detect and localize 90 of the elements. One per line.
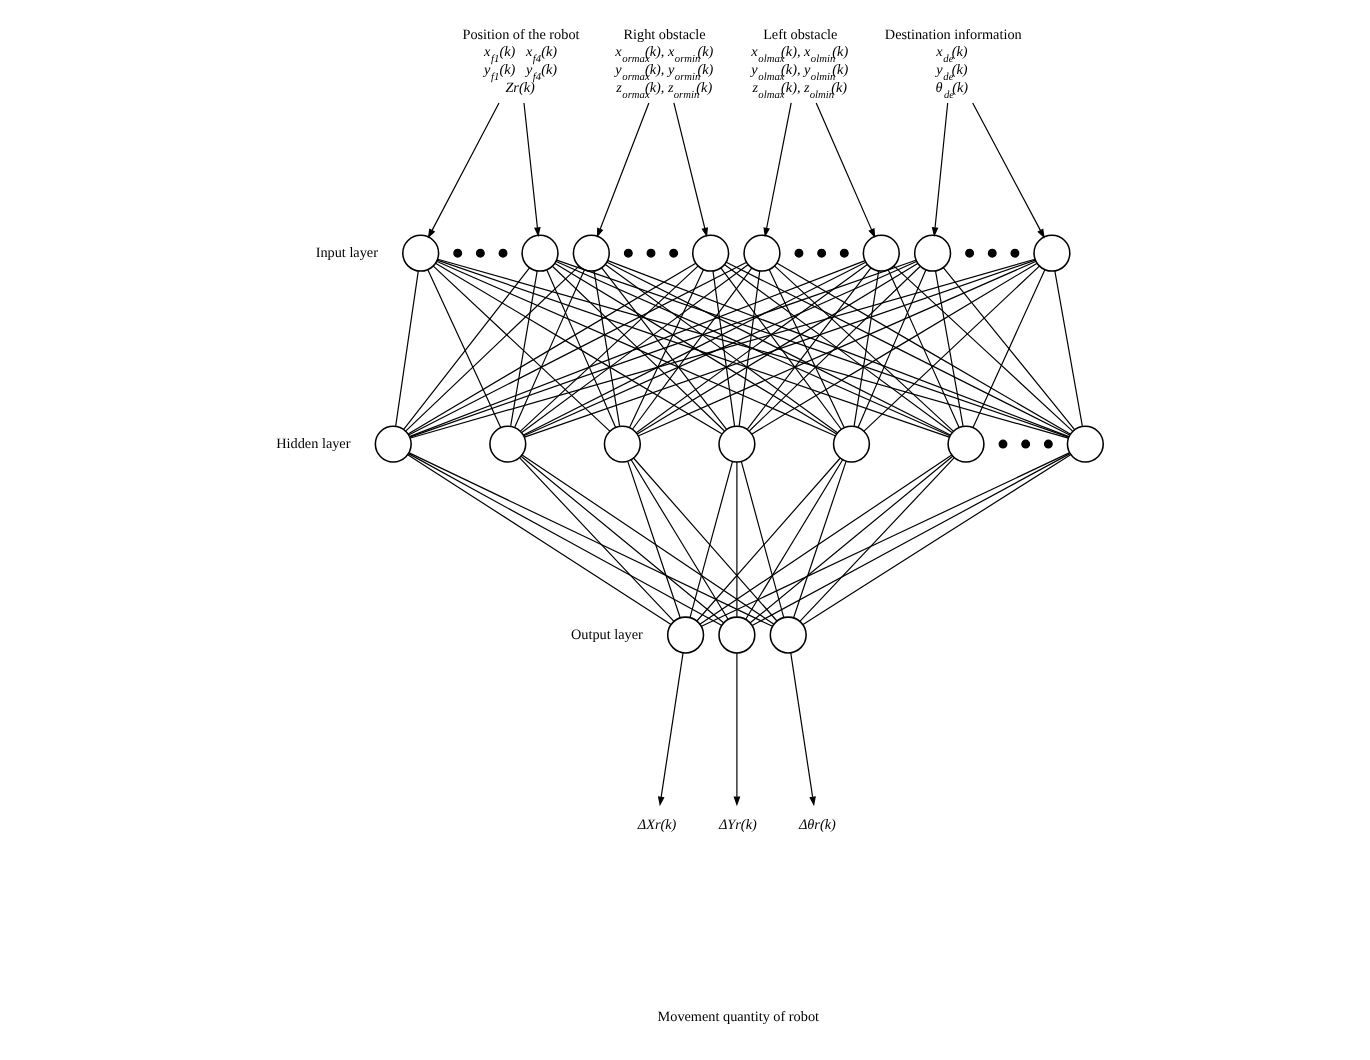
connector [427,269,502,428]
node-circle [913,234,952,272]
connector [749,455,954,624]
node-circle [489,425,527,463]
connector [712,270,736,427]
connector [863,265,1040,432]
connector [520,455,725,624]
connector [405,265,580,432]
connector [857,269,927,428]
connector [395,270,419,427]
connector [627,460,681,619]
node-circle [1066,425,1104,463]
connector [972,269,1046,428]
connector [893,265,1074,432]
connector [942,267,1075,430]
connector [724,264,953,434]
arrow [763,102,792,238]
connector [519,265,699,432]
connector [521,264,749,434]
connector [407,262,697,435]
connector [407,453,723,626]
connector [934,270,964,427]
connector [630,459,729,620]
connector [720,267,842,430]
arrow [733,652,741,807]
arrow [972,102,1045,239]
connector [521,454,775,625]
connector [745,459,844,620]
connector [408,261,747,436]
connector [632,267,753,430]
connector [699,454,953,625]
connector [407,454,672,625]
node-circle [402,234,440,272]
connector [793,460,847,619]
node-circle [603,425,642,463]
arrow [657,652,684,807]
connector [748,266,921,432]
connector [776,262,1071,435]
connector [552,266,725,432]
node-circle [374,425,412,463]
connector [633,457,778,622]
connector [736,461,738,618]
node-circle [718,425,756,463]
node-circle [832,425,871,463]
arrow [523,102,541,237]
connector [747,267,872,430]
node-circle [521,234,559,272]
connector [738,270,761,427]
connector [725,261,1071,436]
connector [519,457,675,622]
connector [799,457,955,622]
arrow [596,102,650,238]
node-circle [692,234,730,272]
connector [636,262,919,435]
connector [432,265,611,432]
connector [604,263,838,434]
connector [802,454,1072,625]
connector [774,265,954,432]
connector [853,270,880,427]
connector [696,457,841,622]
connector [689,461,734,618]
node-circle [947,425,985,463]
connector [768,269,845,428]
connector [887,269,960,428]
node-circle [572,234,610,272]
connector [593,270,621,427]
arrow [931,102,949,237]
arrow [815,102,876,239]
node-circle [1033,234,1071,272]
connector [403,267,531,431]
connector [554,262,838,435]
arrow [790,652,816,807]
node-circle [718,616,756,654]
connector [751,262,1038,435]
connector [740,461,785,618]
connector [546,269,617,428]
connector [1054,270,1083,427]
node-circle [769,616,807,654]
node-circle [666,616,705,654]
connector [601,267,728,431]
arrow [427,102,500,239]
connector [514,269,586,428]
connector [629,269,704,428]
node-circle [862,234,900,272]
node-circle [743,234,781,272]
connector [510,270,538,427]
connector [434,262,723,435]
arrow [673,102,708,238]
connector [408,452,774,627]
connector [635,263,868,434]
